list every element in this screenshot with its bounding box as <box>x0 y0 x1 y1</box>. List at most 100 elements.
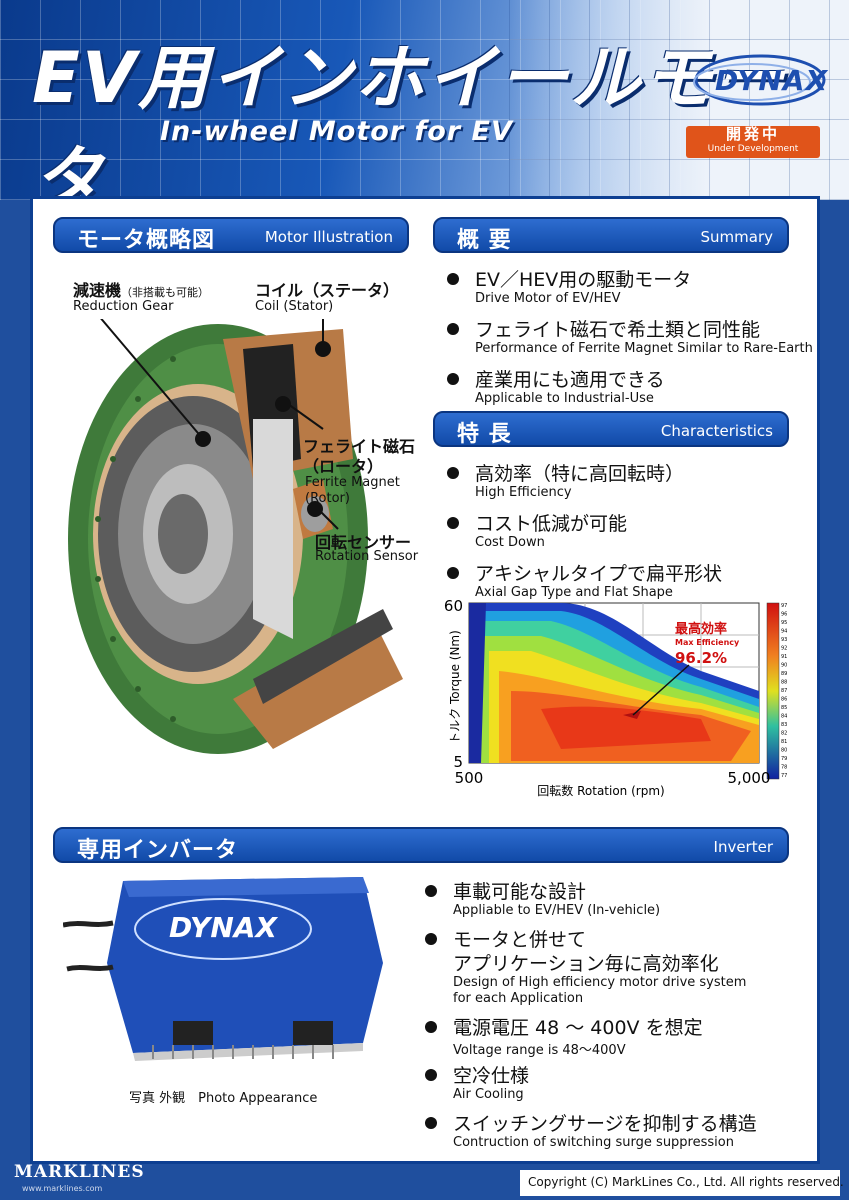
inverter-item-en: Contruction of switching surge suppressi… <box>453 1135 734 1150</box>
colorbar-tick-label: 85 <box>781 705 787 711</box>
copyright-text: Copyright (C) MarkLines Co., Ltd. All ri… <box>520 1170 844 1196</box>
colorbar-tick-label: 95 <box>781 620 787 626</box>
reduction-gear-label-jp: 減速機（非搭載も可能） <box>73 281 210 300</box>
colorbar-tick-label: 84 <box>781 714 787 720</box>
colorbar-tick-label: 96 <box>781 612 787 618</box>
colorbar <box>766 602 780 780</box>
colorbar-tick-label: 83 <box>781 722 787 728</box>
efficiency-map-chart: 9796959493929190898887868584838281807978… <box>444 597 787 798</box>
annotation-en: Max Efficiency <box>675 638 740 647</box>
reduction-gear-label-en: Reduction Gear <box>73 299 174 314</box>
colorbar-tick-label: 92 <box>781 646 787 652</box>
inverter-logo: DYNAX <box>169 911 278 944</box>
colorbar-tick-label: 93 <box>781 637 787 643</box>
colorbar-tick-label: 82 <box>781 731 787 737</box>
colorbar-tick-label: 86 <box>781 697 787 703</box>
logo-text: DYNAX <box>715 64 829 97</box>
coil-label-jp: コイル（ステータ） <box>255 281 400 300</box>
summary-item-en: Drive Motor of EV/HEV <box>475 291 621 306</box>
colorbar-tick-label: 87 <box>781 688 787 694</box>
content-panel: モータ概略図 Motor Illustration <box>30 196 820 1164</box>
sensor-label-jp: 回転センサー <box>315 533 412 552</box>
y-axis-label: トルク Torque (Nm) <box>448 630 462 744</box>
inverter-item-jp: 電源電圧 48 ～ 400V を想定 <box>453 1017 703 1039</box>
inverter-photo: DYNAX <box>63 877 383 1061</box>
photo-caption: 写真 外観 Photo Appearance <box>129 1091 318 1106</box>
colorbar-tick-label: 78 <box>781 765 787 771</box>
colorbar-labels: 9796959493929190898887868584838281807978… <box>781 603 787 779</box>
annotation-value: 96.2% <box>675 649 727 667</box>
inverter-section-header: 専用インバータ Inverter <box>53 827 789 863</box>
efficiency-contours <box>469 603 759 763</box>
colorbar-tick-label: 94 <box>781 629 787 635</box>
summary-title-en: Summary <box>700 228 774 246</box>
characteristics-title-en: Characteristics <box>660 422 773 440</box>
characteristics-title-jp: 特 長 <box>457 422 512 447</box>
marklines-url: www.marklines.com <box>22 1184 103 1193</box>
colorbar-tick-label: 88 <box>781 680 787 686</box>
inverter-title-en: Inverter <box>713 838 773 856</box>
summary-item-en: Applicable to Industrial-Use <box>475 391 654 406</box>
bullet-icon <box>447 567 459 579</box>
page-subtitle: In-wheel Motor for EV <box>160 116 513 147</box>
inverter-item-en: Design of High efficiency motor drive sy… <box>453 975 747 990</box>
colorbar-tick-label: 89 <box>781 671 787 677</box>
bullet-icon <box>447 273 459 285</box>
motor-section-title-jp: モータ概略図 <box>77 228 216 253</box>
y-tick-bottom: 5 <box>453 753 463 771</box>
summary-item-jp: 産業用にも適用できる <box>475 369 665 391</box>
inverter-item-jp: 車載可能な設計 <box>453 881 587 903</box>
marklines-logo: MARKLINES <box>14 1162 145 1182</box>
summary-item-en: Performance of Ferrite Magnet Similar to… <box>475 341 813 356</box>
inverter-item-jp2: アプリケーション毎に高効率化 <box>453 953 719 975</box>
bullet-icon <box>425 1069 437 1081</box>
characteristics-item-en: Axial Gap Type and Flat Shape <box>475 585 673 600</box>
characteristics-item-jp: コスト低減が可能 <box>475 513 628 535</box>
motor-section-title-en: Motor Illustration <box>264 228 393 246</box>
summary-section-header: 概 要 Summary <box>433 217 789 253</box>
motor-section-header: モータ概略図 Motor Illustration <box>53 217 409 253</box>
bullet-icon <box>425 933 437 945</box>
x-tick-right: 5,000 <box>728 769 771 787</box>
bullet-icon <box>425 1021 437 1033</box>
status-badge: 開発中 Under Development <box>686 126 820 158</box>
annotation-jp: 最高効率 <box>675 621 727 637</box>
inverter-item-jp: スイッチングサージを抑制する構造 <box>453 1113 757 1135</box>
x-tick-left: 500 <box>455 769 484 787</box>
colorbar-tick-label: 81 <box>781 739 787 745</box>
colorbar-tick-label: 97 <box>781 603 787 609</box>
inverter-item-en: Air Cooling <box>453 1087 524 1102</box>
inverter-item-jp: 空冷仕様 <box>453 1065 530 1087</box>
summary-item-jp: フェライト磁石で希土類と同性能 <box>475 319 761 341</box>
characteristics-item-jp: アキシャルタイプで扁平形状 <box>475 563 723 585</box>
colorbar-tick-label: 80 <box>781 748 787 754</box>
characteristics-item-jp: 高効率（特に高回転時） <box>475 463 685 485</box>
inverter-title-jp: 専用インバータ <box>77 838 239 863</box>
characteristics-item-en: High Efficiency <box>475 485 572 500</box>
dynax-logo: DYNAX <box>690 52 830 108</box>
colorbar-tick-label: 90 <box>781 663 787 669</box>
summary-item-jp: EV／HEV用の駆動モータ <box>475 269 692 291</box>
status-badge-jp: 開発中 <box>725 125 780 143</box>
inverter-item-en: Voltage range is 48～400V <box>453 1043 626 1058</box>
annotation-pointer <box>632 664 690 716</box>
coil-label-en: Coil (Stator) <box>255 299 334 314</box>
colorbar-tick-label: 77 <box>781 773 787 779</box>
x-axis-label: 回転数 Rotation (rpm) <box>537 783 664 798</box>
logo-swoosh-icon <box>693 54 826 106</box>
ferrite-label-en: Ferrite Magnet <box>305 475 400 490</box>
ferrite-label-jp2: （ロータ） <box>303 457 384 476</box>
inverter-item-en: Appliable to EV/HEV (In-vehicle) <box>453 903 661 918</box>
status-badge-en: Under Development <box>707 144 799 154</box>
page-title: EV用インホイールモータ <box>32 37 786 220</box>
characteristics-item-en: Cost Down <box>475 535 545 550</box>
ferrite-label-en2: (Rotor) <box>305 491 350 506</box>
inverter-item-en2: for each Application <box>453 991 584 1006</box>
ferrite-label-jp: フェライト磁石 <box>303 437 416 456</box>
colorbar-tick-label: 91 <box>781 654 787 660</box>
bullet-icon <box>425 1117 437 1129</box>
sensor-label-en: Rotation Sensor <box>315 549 419 564</box>
characteristics-section-header: 特 長 Characteristics <box>433 411 789 447</box>
inverter-item-jp: モータと併せて <box>453 929 587 951</box>
reduction-gear-note: （非搭載も可能） <box>121 286 210 299</box>
